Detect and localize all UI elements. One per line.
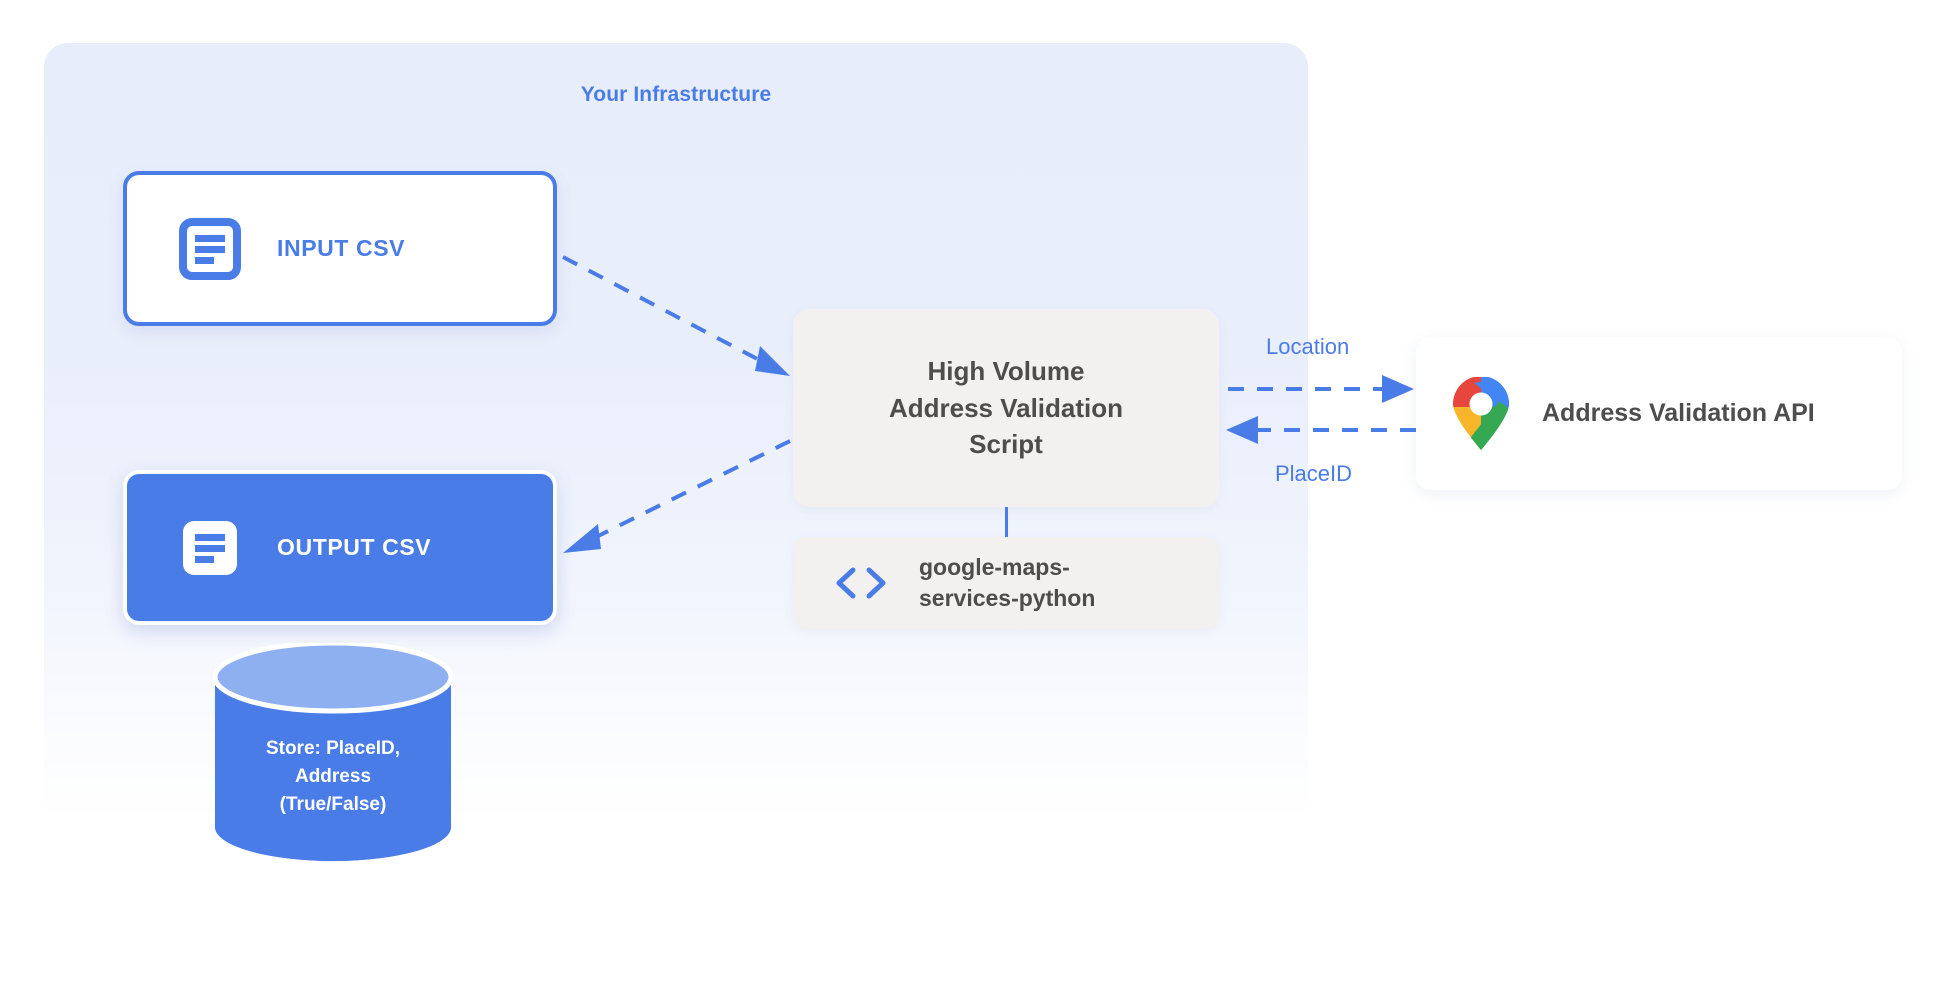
library-line-2: services-python	[919, 585, 1096, 611]
node-output-csv[interactable]: OUTPUT CSV	[123, 470, 557, 625]
code-brackets-icon	[833, 563, 889, 603]
document-icon	[179, 217, 241, 280]
input-csv-label: INPUT CSV	[277, 235, 406, 261]
script-library-connector	[1005, 507, 1008, 537]
output-csv-label: OUTPUT CSV	[277, 534, 432, 560]
node-address-validation-api[interactable]: Address Validation API	[1416, 337, 1902, 490]
google-maps-pin-icon	[1450, 376, 1512, 451]
panel-title: Your Infrastructure	[580, 83, 772, 106]
node-google-maps-library[interactable]: google-maps- services-python	[793, 537, 1219, 629]
edge-label-placeid: PlaceID	[1275, 461, 1353, 486]
script-line-2: Address Validation	[888, 392, 1124, 423]
api-label: Address Validation API	[1542, 399, 1815, 427]
edge-label-location: Location	[1266, 334, 1350, 359]
node-validation-script[interactable]: High Volume Address Validation Script	[793, 309, 1219, 507]
document-icon	[179, 517, 241, 579]
node-database-store[interactable]: Store: PlaceID, Address (True/False)	[209, 643, 457, 861]
script-line-1: High Volume	[927, 355, 1085, 386]
node-input-csv[interactable]: INPUT CSV	[123, 171, 557, 326]
script-line-3: Script	[969, 429, 1043, 460]
library-label-block: google-maps- services-python	[919, 552, 1095, 614]
library-line-1: google-maps-	[919, 553, 1070, 580]
